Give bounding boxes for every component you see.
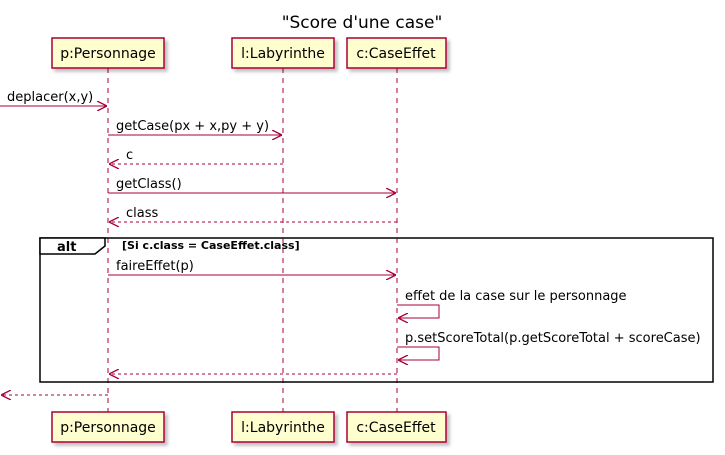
participant-label: p:Personnage	[60, 420, 156, 436]
message-label: faireEffet(p)	[116, 259, 194, 274]
message-label: effet de la case sur le personnage	[405, 289, 627, 304]
message-getcase: getCase(px + x,py + y)	[108, 119, 282, 135]
participant-labyrinthe-bottom: l:Labyrinthe	[231, 411, 335, 443]
message-self-effet: effet de la case sur le personnage	[397, 289, 627, 318]
alt-fragment: alt [Si c.class = CaseEffet.class]	[39, 237, 714, 383]
message-faireeffet: faireEffet(p)	[108, 259, 396, 275]
participant-personnage-top: p:Personnage	[51, 37, 165, 69]
message-label: p.setScoreTotal(p.getScoreTotal + scoreC…	[405, 331, 701, 346]
message-label: deplacer(x,y)	[7, 90, 93, 105]
message-label: class	[126, 206, 158, 221]
message-return-class: class	[109, 206, 397, 222]
message-label: c	[126, 148, 133, 163]
message-getclass: getClass()	[108, 177, 396, 193]
message-self-setscore: p.setScoreTotal(p.getScoreTotal + scoreC…	[397, 331, 701, 360]
participant-label: c:CaseEffet	[356, 420, 436, 436]
participant-label: c:CaseEffet	[356, 46, 436, 62]
participant-label: p:Personnage	[60, 46, 156, 62]
participant-label: l:Labyrinthe	[241, 420, 325, 436]
message-label: getCase(px + x,py + y)	[116, 119, 269, 134]
participant-caseeffet-top: c:CaseEffet	[346, 37, 447, 69]
message-deplacer: deplacer(x,y)	[0, 90, 107, 106]
participant-personnage-bottom: p:Personnage	[51, 411, 165, 443]
diagram-title: "Score d'une case"	[282, 13, 443, 33]
participant-labyrinthe-top: l:Labyrinthe	[231, 37, 335, 69]
fragment-keyword: alt	[57, 240, 76, 255]
participant-label: l:Labyrinthe	[241, 46, 325, 62]
message-label: getClass()	[116, 177, 182, 192]
fragment-guard: [Si c.class = CaseEffet.class]	[122, 239, 300, 252]
message-return-c: c	[109, 148, 283, 164]
participant-caseeffet-bottom: c:CaseEffet	[346, 411, 447, 443]
